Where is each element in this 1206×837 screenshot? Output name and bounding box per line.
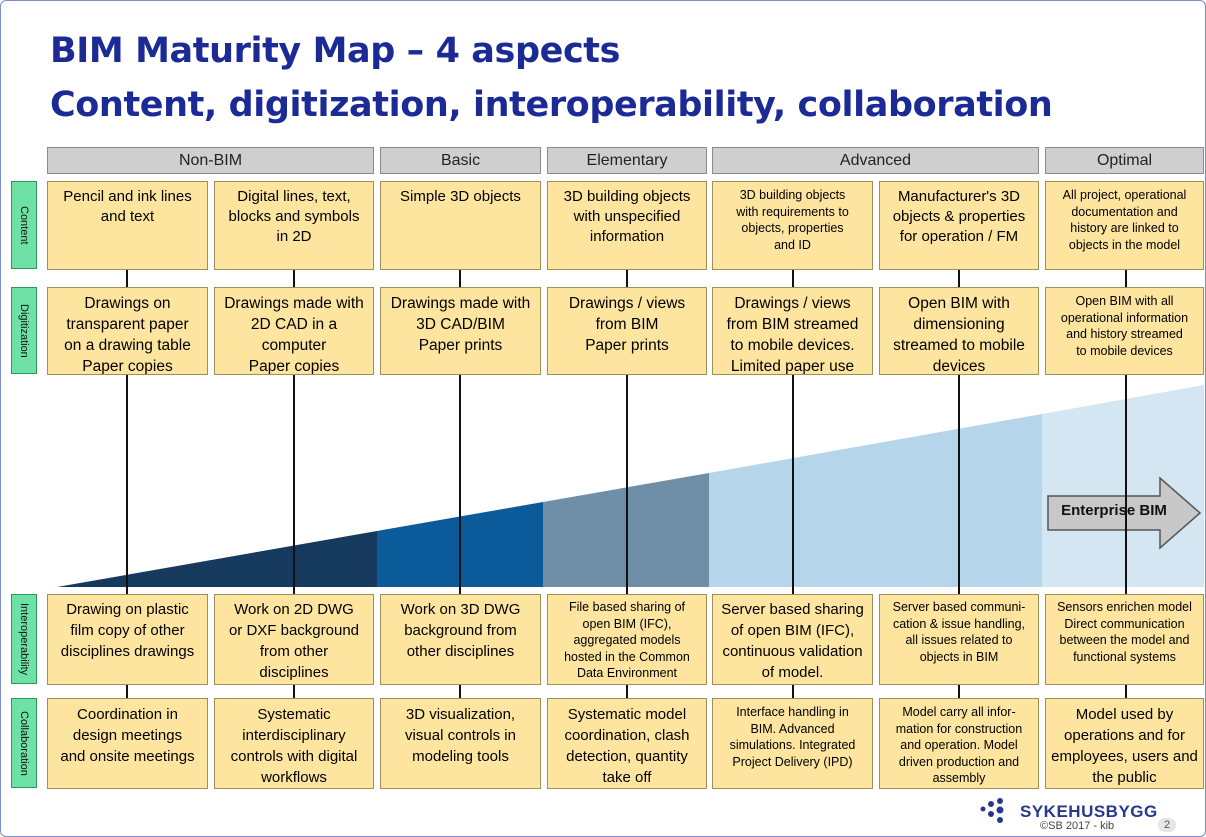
- row-label-content: Content: [11, 181, 37, 269]
- slide-subtitle: Content, digitization, interoperability,…: [50, 85, 1053, 125]
- row-label-digitization: Digitization: [11, 287, 37, 374]
- wedge-segment-optimal: [1042, 385, 1204, 587]
- connector-line: [459, 270, 461, 730]
- connector-line: [626, 270, 628, 730]
- copyright-footer: ©SB 2017 - kib: [1040, 820, 1115, 832]
- interoperability-cell-basic: Work on 3D DWG background from other dis…: [380, 594, 541, 685]
- logo-text: SYKEHUSBYGG: [1020, 802, 1158, 821]
- digitization-cell-non-bim-1: Drawings on transparent paper on a drawi…: [47, 287, 208, 375]
- content-cell-basic: Simple 3D objects: [380, 181, 541, 270]
- connector-line: [958, 270, 960, 730]
- digitization-cell-optimal: Open BIM with all operational informatio…: [1045, 287, 1204, 375]
- row-label-interoperability: Interoperability: [11, 594, 37, 684]
- content-cell-optimal: All project, operational documentation a…: [1045, 181, 1204, 270]
- connector-line: [293, 270, 295, 730]
- sykehusbygg-logo: SYKEHUSBYGG: [978, 797, 1158, 827]
- collaboration-cell-elementary: Systematic model coordination, clash det…: [547, 698, 707, 789]
- digitization-cell-non-bim-2: Drawings made with 2D CAD in a computer …: [214, 287, 374, 375]
- slide-title: BIM Maturity Map – 4 aspects: [50, 31, 621, 71]
- interoperability-cell-optimal: Sensors enrichen model Direct communicat…: [1045, 594, 1204, 685]
- stage-optimal: Optimal: [1045, 147, 1204, 174]
- collaboration-cell-advanced-2: Model carry all infor- mation for constr…: [879, 698, 1039, 789]
- digitization-cell-advanced-1: Drawings / views from BIM streamed to mo…: [712, 287, 873, 375]
- page-number: 2: [1158, 818, 1177, 832]
- collaboration-cell-non-bim-2: Systematic interdisciplinary controls wi…: [214, 698, 374, 789]
- stage-advanced: Advanced: [712, 147, 1039, 174]
- connector-line: [1125, 270, 1127, 730]
- content-cell-advanced-2: Manufacturer's 3D objects & properties f…: [879, 181, 1039, 270]
- row-label-collaboration: Collaboration: [11, 698, 37, 788]
- connector-line: [792, 270, 794, 730]
- content-cell-elementary: 3D building objects with unspecified inf…: [547, 181, 707, 270]
- content-cell-non-bim-2: Digital lines, text, blocks and symbols …: [214, 181, 374, 270]
- collaboration-cell-basic: 3D visualization, visual controls in mod…: [380, 698, 541, 789]
- enterprise-bim-arrow: [1047, 476, 1202, 550]
- digitization-cell-basic: Drawings made with 3D CAD/BIM Paper prin…: [380, 287, 541, 375]
- stage-non-bim: Non-BIM: [47, 147, 374, 174]
- interoperability-cell-elementary: File based sharing of open BIM (IFC), ag…: [547, 594, 707, 685]
- wedge-segment-non-bim: [57, 531, 377, 587]
- wedge-segment-advanced: [709, 414, 1042, 587]
- content-cell-non-bim-1: Pencil and ink lines and text: [47, 181, 208, 270]
- interoperability-cell-advanced-1: Server based sharing of open BIM (IFC), …: [712, 594, 873, 685]
- enterprise-bim-label: Enterprise BIM: [1061, 502, 1167, 519]
- digitization-cell-advanced-2: Open BIM with dimensioning streamed to m…: [879, 287, 1039, 375]
- digitization-cell-elementary: Drawings / views from BIM Paper prints: [547, 287, 707, 375]
- stage-basic: Basic: [380, 147, 541, 174]
- collaboration-cell-optimal: Model used by operations and for employe…: [1045, 698, 1204, 789]
- collaboration-cell-advanced-1: Interface handling in BIM. Advanced simu…: [712, 698, 873, 789]
- interoperability-cell-non-bim-2: Work on 2D DWG or DXF background from ot…: [214, 594, 374, 685]
- connector-line: [126, 270, 128, 730]
- interoperability-cell-advanced-2: Server based communi- cation & issue han…: [879, 594, 1039, 685]
- collaboration-cell-non-bim-1: Coordination in design meetings and onsi…: [47, 698, 208, 789]
- stage-elementary: Elementary: [547, 147, 707, 174]
- interoperability-cell-non-bim-1: Drawing on plastic film copy of other di…: [47, 594, 208, 685]
- logo-dots-icon: [980, 798, 1004, 823]
- content-cell-advanced-1: 3D building objects with requirements to…: [712, 181, 873, 270]
